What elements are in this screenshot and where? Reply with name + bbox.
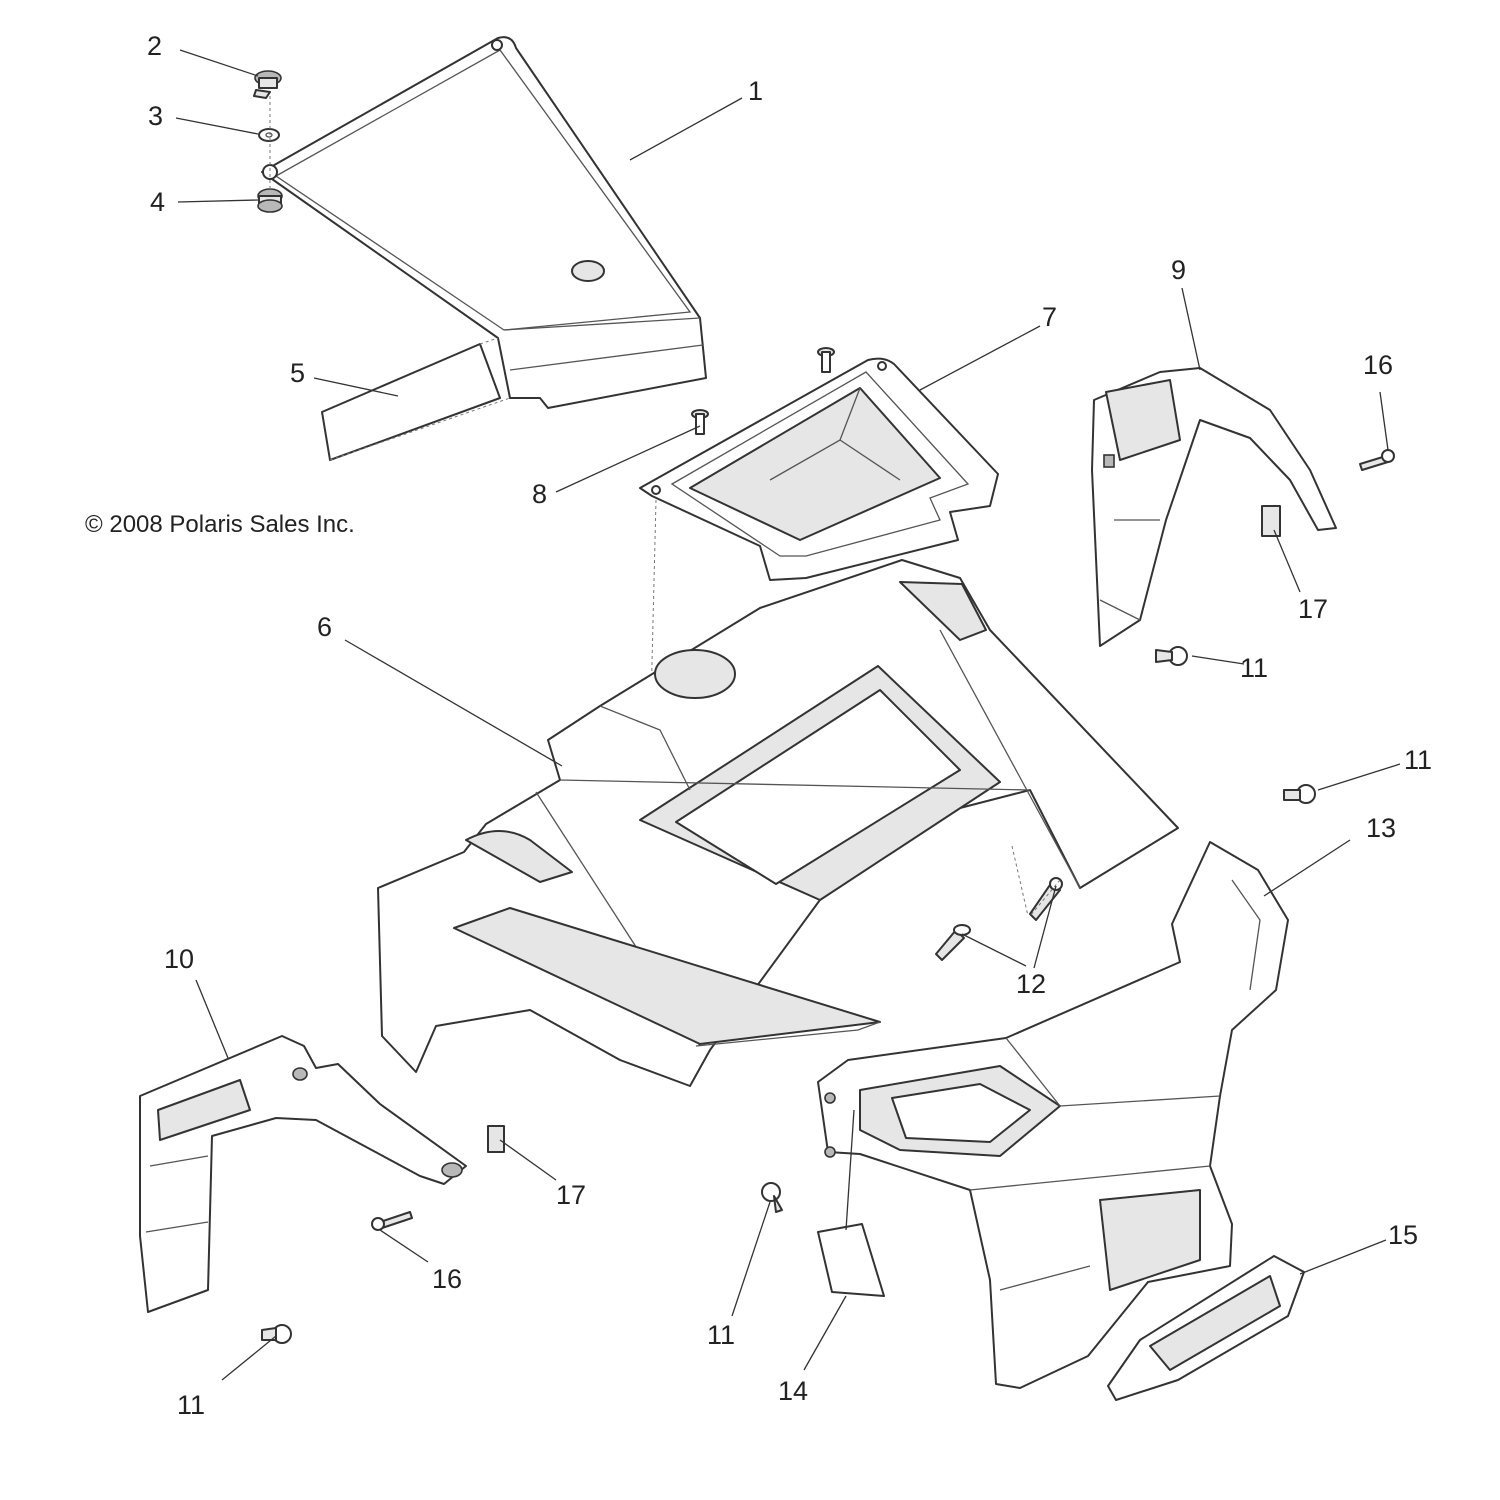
callout-11-left: 11 <box>177 1390 205 1420</box>
callout-11-right-upper: 11 <box>1240 653 1268 683</box>
front-body-panel-part <box>377 559 1179 1087</box>
decal-part <box>321 337 511 461</box>
push-rivet-part <box>261 646 1316 1344</box>
callout-12: 12 <box>1016 969 1046 999</box>
callout-17-left: 17 <box>556 1180 586 1210</box>
callout-10: 10 <box>164 944 194 974</box>
callout-3: 3 <box>148 101 163 131</box>
copyright-notice: © 2008 Polaris Sales Inc. <box>85 511 355 538</box>
grille-part <box>1107 1255 1305 1401</box>
callout-11-center: 11 <box>707 1320 735 1350</box>
right-fender-part <box>1091 367 1337 647</box>
callout-5: 5 <box>290 358 305 388</box>
callout-2: 2 <box>147 31 162 61</box>
washer-part <box>258 128 280 142</box>
callout-16-left: 16 <box>432 1264 462 1294</box>
callout-1: 1 <box>748 76 763 106</box>
front-bumper-part <box>817 841 1289 1389</box>
callout-labels: 1 2 3 4 5 6 7 8 9 10 11 11 11 11 12 13 1… <box>147 31 1432 1420</box>
leader-lines <box>175 49 1401 1381</box>
body-screw-part <box>935 877 1063 961</box>
callout-15: 15 <box>1388 1220 1418 1250</box>
callout-9: 9 <box>1171 255 1186 285</box>
callout-8: 8 <box>532 479 547 509</box>
storage-box-part <box>639 357 999 581</box>
callout-4: 4 <box>150 187 165 217</box>
grommet-part <box>257 188 283 213</box>
callout-6: 6 <box>317 612 332 642</box>
storage-lid-part <box>261 36 707 409</box>
left-fender-part <box>139 1035 467 1313</box>
bumper-decal-part <box>817 1223 885 1297</box>
callout-14: 14 <box>778 1376 808 1406</box>
screw-part <box>691 347 835 435</box>
callout-7: 7 <box>1042 302 1057 332</box>
callout-11-right-middle: 11 <box>1404 745 1432 775</box>
callout-13: 13 <box>1366 813 1396 843</box>
speed-clip-part <box>487 505 1281 1153</box>
latch-knob-part <box>253 70 282 99</box>
bolt-part <box>371 449 1395 1231</box>
callout-17-right: 17 <box>1298 594 1328 624</box>
callout-16-right: 16 <box>1363 350 1393 380</box>
